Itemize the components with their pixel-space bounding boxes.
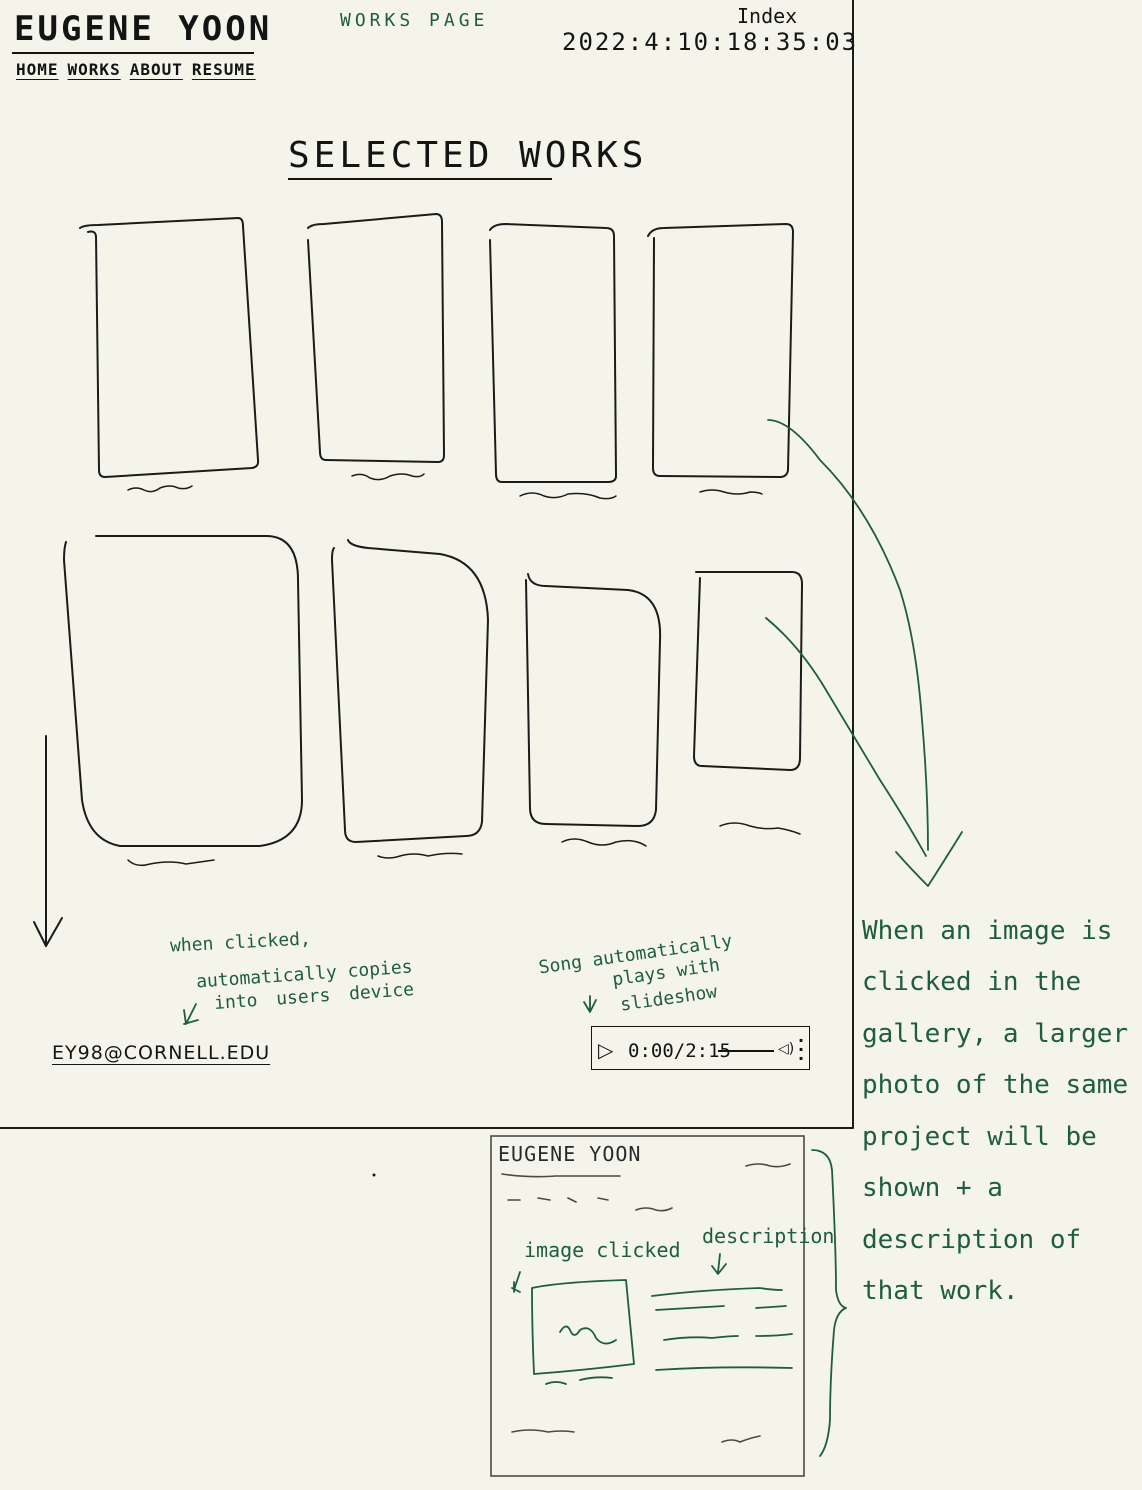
more-options-icon[interactable]: ···: [798, 1031, 805, 1068]
annotation-arrow-icon: [583, 995, 597, 1013]
email-link[interactable]: EY98@CORNELL.EDU: [52, 1042, 271, 1064]
detail-site-title: EUGENE YOON: [498, 1142, 642, 1166]
curly-brace: [811, 1149, 847, 1457]
arrow-head-icon: [895, 831, 963, 887]
heading-underline: [288, 178, 552, 180]
gallery-tile[interactable]: [307, 213, 445, 463]
seek-bar[interactable]: [718, 1050, 774, 1052]
main-nav: HOME WORKS ABOUT RESUME: [16, 60, 256, 79]
tile-caption: [127, 859, 215, 867]
gallery-tile[interactable]: [489, 223, 617, 483]
nav-resume[interactable]: RESUME: [191, 60, 256, 79]
gallery-tile[interactable]: [647, 223, 794, 478]
gallery-tile[interactable]: [525, 573, 662, 827]
page-label: WORKS PAGE: [340, 10, 489, 31]
audio-player: ▷ 0:00/2:15 ◁) ···: [591, 1026, 810, 1070]
nav-works[interactable]: WORKS: [67, 60, 121, 79]
gallery-row-2: [63, 535, 803, 867]
gallery-tile[interactable]: [693, 571, 803, 771]
tile-caption: [719, 822, 801, 835]
title-underline: [12, 52, 254, 54]
tile-caption: [377, 852, 463, 859]
tile-caption: [699, 489, 763, 495]
annotation-arrow: [765, 617, 927, 857]
tile-caption: [561, 838, 647, 847]
annotation-arrow: [767, 419, 929, 851]
play-icon[interactable]: ▷: [598, 1038, 614, 1062]
tile-caption: [351, 473, 425, 481]
nav-about[interactable]: ABOUT: [129, 60, 183, 79]
gallery-click-note: When an image is clicked in the gallery,…: [862, 916, 1129, 1307]
scroll-down-arrow-icon: [33, 735, 63, 947]
tile-caption: [127, 485, 193, 493]
gallery-tile[interactable]: [63, 535, 303, 847]
detail-view-mock: [490, 1135, 805, 1477]
stray-dot: [372, 1173, 376, 1177]
annotation-arrow-icon: [183, 1003, 199, 1025]
speaker-icon[interactable]: ◁): [778, 1041, 795, 1057]
gallery-row-1: [79, 213, 794, 500]
image-clicked-label: image clicked: [524, 1238, 681, 1262]
page-frame: [0, 0, 854, 1129]
tile-caption: [519, 492, 617, 500]
gallery-heading: SELECTED WORKS: [288, 135, 648, 176]
index-label: Index: [737, 4, 798, 28]
clock: 2022:4:10:18:35:03: [562, 28, 859, 56]
site-title[interactable]: EUGENE YOON: [14, 9, 273, 49]
nav-home[interactable]: HOME: [16, 60, 59, 79]
description-label: description: [702, 1224, 835, 1248]
player-time: 0:00/2:15: [628, 1040, 731, 1062]
gallery-tile[interactable]: [331, 539, 489, 843]
gallery-tile[interactable]: [79, 217, 260, 478]
detail-image: [531, 1279, 635, 1375]
